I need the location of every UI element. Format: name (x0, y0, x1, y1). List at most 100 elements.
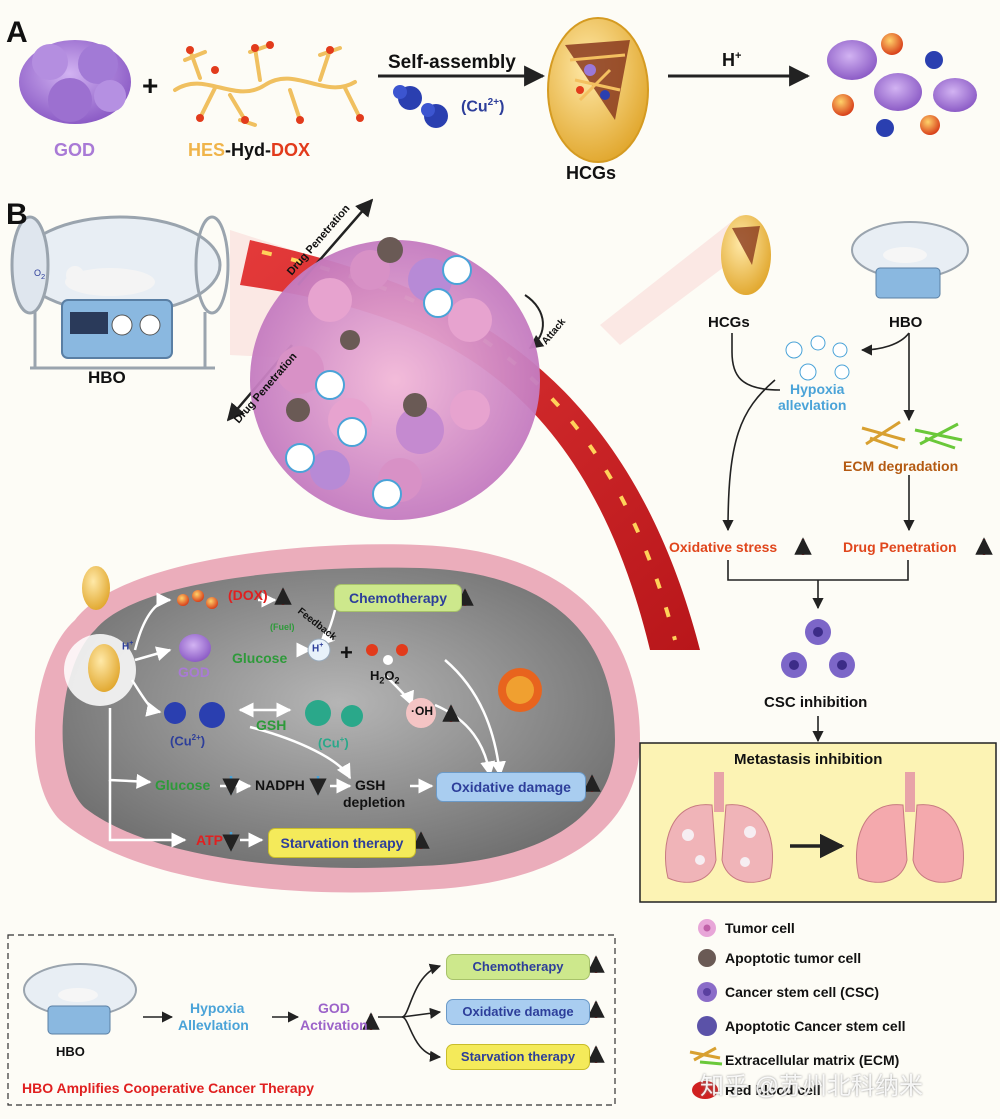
magnify-ray-right (600, 215, 760, 345)
h2o2-o: O (384, 668, 395, 683)
cell-cu1-label: (Cu+) (318, 735, 349, 750)
h2o2-h: H (370, 668, 380, 683)
legend-ecm: Extracellular matrix (ECM) (725, 1052, 900, 1068)
o-sub: 2 (41, 271, 46, 281)
h2o2-label: H2O2 (370, 668, 400, 686)
cu-ion-clusters (393, 85, 448, 128)
hcgs-capsule (547, 17, 649, 163)
legend-cancer-stem-cell: Cancer stem cell (CSC) (725, 984, 880, 1000)
god-label: GOD (54, 140, 96, 160)
summary-god-label-2: Activation (300, 1017, 368, 1033)
cu2-text: (Cu (170, 733, 192, 749)
plus-sign: + (142, 70, 159, 101)
h-sup: + (735, 50, 742, 62)
summary-title: HBO Amplifies Cooperative Cancer Therapy (22, 1080, 315, 1096)
cu2-close: ) (200, 733, 206, 749)
gsh-depletion-label-1: GSH (355, 777, 386, 793)
gsh-depletion-label-2: depletion (343, 794, 406, 810)
vesicle-capsule (64, 566, 136, 706)
released-particles (827, 33, 977, 137)
summary-hbo-chamber (23, 963, 137, 1035)
dox-molecules (186, 41, 364, 124)
cu2-sup: 2+ (191, 733, 201, 742)
flow-connectors (722, 332, 915, 743)
summary-hypoxia-label-1: Hypoxia (190, 1000, 245, 1016)
cu-sup: 2+ (487, 97, 500, 108)
vesicle-h-sup: + (129, 640, 134, 647)
cell-gsh-label: GSH (256, 717, 287, 733)
summary-arrows (143, 963, 442, 1062)
flow-csc-cluster (781, 619, 855, 678)
watermark: 知乎 @苏州北科纳米 (700, 1073, 924, 1100)
cell-starvation-box: Starvation therapy (268, 828, 416, 858)
cu1-close: ) (344, 735, 349, 751)
vesicle-h-text: H (122, 641, 130, 653)
summary-starvation-box: Starvation therapy (446, 1044, 590, 1070)
h-text: H (722, 50, 735, 70)
hes-hyd-dox-label: HES-Hyd-DOX (188, 140, 310, 161)
red-up-arrows (274, 537, 993, 1063)
flow-drug-penetration-label: Drug Penetration (843, 539, 957, 555)
flow-hcgs-label: HCGs (708, 314, 750, 331)
legend-red-blood-cell: Red blood cell (725, 1082, 821, 1098)
cell-h-text: H (312, 643, 320, 655)
summary-chemotherapy-box: Chemotherapy (446, 954, 590, 980)
cell-h-plus-label: H+ (312, 642, 323, 654)
o2-bubble-label: O2 (34, 268, 45, 281)
god-enzyme-cluster (19, 40, 131, 124)
hbo-label-main: HBO (88, 368, 126, 387)
nadph-label: NADPH (255, 777, 305, 793)
flow-hbo-chamber (851, 221, 969, 299)
summary-oxidative-damage-box: Oxidative damage (446, 999, 590, 1025)
hcgs-label: HCGs (566, 163, 617, 183)
o-text: O (34, 268, 42, 278)
fuel-label: (Fuel) (270, 622, 295, 632)
h2o2-sub2: 2 (394, 675, 400, 686)
summary-hbo-label: HBO (56, 1044, 85, 1059)
h-plus-label: H+ (722, 50, 741, 71)
tumor-mass (250, 237, 540, 520)
cell-h-sup: + (319, 642, 324, 649)
flow-oxidative-stress-label: Oxidative stress (669, 539, 778, 555)
blue-down-arrows (222, 776, 327, 852)
flow-hypoxia-label-1: Hypoxia (790, 381, 845, 397)
cu-close: ) (499, 98, 505, 116)
cell-molecules (164, 590, 542, 728)
cell-plus-sign: + (340, 640, 353, 665)
cell-cu2-label: (Cu2+) (170, 733, 205, 748)
atp-label: ATP (196, 832, 223, 848)
hyd-text: -Hyd- (225, 140, 272, 160)
flow-ecm-label: ECM degradation (843, 458, 959, 474)
flow-metastasis-label: Metastasis inhibition (734, 751, 883, 768)
cell-glucose2-label: Glucose (155, 777, 211, 793)
lungs-diseased (665, 772, 773, 883)
cell-glucose-label: Glucose (232, 650, 288, 666)
legend-apoptotic-tumor-cell: Apoptotic tumor cell (725, 950, 862, 966)
cell-oxidative-damage-box: Oxidative damage (436, 772, 586, 802)
oh-radical-label: ·OH (411, 704, 433, 718)
summary-god-label-1: GOD (318, 1000, 350, 1016)
dox-text: DOX (271, 140, 311, 160)
cell-pathway-arrows (108, 592, 506, 848)
legend-tumor-cell: Tumor cell (725, 920, 795, 936)
summary-hypoxia-label-2: Allevlation (178, 1017, 249, 1033)
cu1-text: (Cu (318, 735, 340, 751)
flow-hypoxia-label-2: allevlation (778, 397, 847, 413)
cell-chemotherapy-box: Chemotherapy (334, 584, 462, 612)
cell-dox-label: (DOX) (228, 587, 268, 603)
flow-small-capsule (721, 215, 771, 295)
hbo-chamber-large (10, 215, 230, 370)
flow-csc-inhibition-label: CSC inhibition (764, 694, 868, 711)
vesicle-h-plus-label: H+ (122, 640, 133, 652)
cell-god-label: GOD (178, 664, 210, 680)
panel-label-b: B (6, 198, 28, 231)
panel-label-a: A (6, 16, 28, 49)
self-assembly-label: Self-assembly (388, 52, 516, 73)
h2o2-sub1: 2 (379, 675, 385, 686)
legend-apoptotic-csc: Apoptotic Cancer stem cell (725, 1018, 906, 1034)
lungs-healthy (856, 772, 964, 883)
flow-ecm-fibers (861, 420, 963, 450)
legend-icons (689, 919, 723, 1099)
cu-text: (Cu (461, 98, 488, 116)
